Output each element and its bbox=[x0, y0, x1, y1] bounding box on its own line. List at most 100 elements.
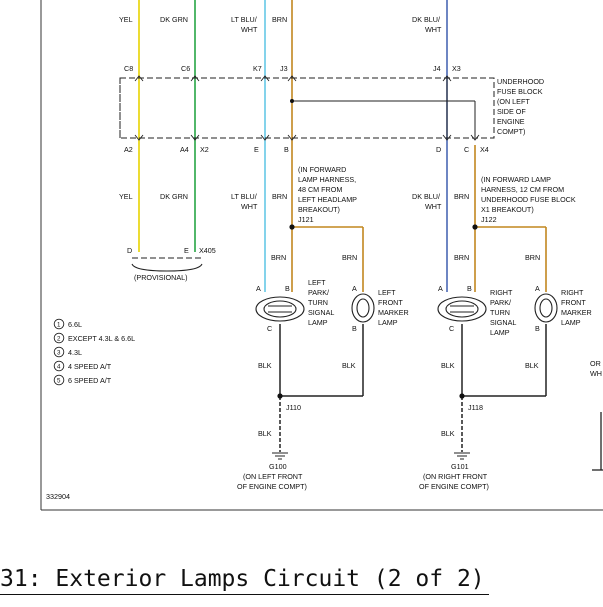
figure-caption: 31: Exterior Lamps Circuit (2 of 2) bbox=[0, 566, 603, 600]
legend-num-1: 2 bbox=[57, 336, 61, 343]
fuse-block-label-1: FUSE BLOCK bbox=[497, 87, 543, 96]
left-park-label-3: SIGNAL bbox=[308, 308, 334, 317]
conn-j3: J3 bbox=[280, 64, 288, 73]
label-yel-top: YEL bbox=[119, 15, 133, 24]
note-right-forward-1: HARNESS, 12 CM FROM bbox=[481, 185, 564, 194]
pin-l-marker-b: B bbox=[352, 324, 357, 333]
label-blk-1: BLK bbox=[258, 361, 272, 370]
conn-g100: G100 bbox=[269, 462, 287, 471]
pin-r-park-c: C bbox=[449, 324, 454, 333]
right-marker-lamp bbox=[534, 293, 558, 323]
legend-circles bbox=[53, 318, 65, 386]
label-brn-low-1: BRN bbox=[271, 253, 286, 262]
pin-r-marker-a: A bbox=[535, 284, 540, 293]
pin-l-marker-a: A bbox=[352, 284, 357, 293]
legend-text-3: 4 SPEED A/T bbox=[68, 362, 112, 371]
pin-r-marker-b: B bbox=[535, 324, 540, 333]
ground-wires bbox=[279, 324, 547, 452]
label-blk-5: BLK bbox=[258, 429, 272, 438]
right-park-label-3: SIGNAL bbox=[490, 318, 516, 327]
label-brn-low-3: BRN bbox=[454, 253, 469, 262]
diagram-frame bbox=[40, 0, 603, 511]
right-park-label-2: TURN bbox=[490, 308, 510, 317]
label-dkblu-top-2: WHT bbox=[425, 25, 442, 34]
label-blk-3: BLK bbox=[441, 361, 455, 370]
fuse-block-label-0: UNDERHOOD bbox=[497, 77, 544, 86]
left-marker-label-2: MARKER bbox=[378, 308, 409, 317]
label-blk-6: BLK bbox=[441, 429, 455, 438]
conn-x2: X2 bbox=[200, 145, 209, 154]
fuse-block-label-3: SIDE OF bbox=[497, 107, 526, 116]
label-ltblu-top-1: LT BLU/ bbox=[231, 15, 257, 24]
pin-l-park-a: A bbox=[256, 284, 261, 293]
legend-num-3: 4 bbox=[57, 364, 61, 371]
label-brn-mid-left: BRN bbox=[272, 192, 287, 201]
g100-loc-1: OF ENGINE COMPT) bbox=[237, 482, 307, 491]
right-marker-label-0: RIGHT bbox=[561, 288, 584, 297]
left-marker-label-1: FRONT bbox=[378, 298, 403, 307]
left-marker-label-0: LEFT bbox=[378, 288, 396, 297]
conn-j4: J4 bbox=[433, 64, 441, 73]
conn-e-prov: E bbox=[184, 246, 189, 255]
label-ltblu-mid-2: WHT bbox=[241, 202, 258, 211]
provisional-connector bbox=[131, 257, 203, 272]
label-yel-mid: YEL bbox=[119, 192, 133, 201]
cutoff-label-1: WH bbox=[590, 369, 602, 378]
label-dkblu-mid-1: DK BLU/ bbox=[412, 192, 440, 201]
label-dkgrn-top: DK GRN bbox=[160, 15, 188, 24]
label-dkgrn-mid: DK GRN bbox=[160, 192, 188, 201]
legend-text-4: 6 SPEED A/T bbox=[68, 376, 112, 385]
label-ltblu-mid-1: LT BLU/ bbox=[231, 192, 257, 201]
conn-a4: A4 bbox=[180, 145, 189, 154]
conn-j118: J118 bbox=[468, 403, 483, 412]
label-blk-2: BLK bbox=[342, 361, 356, 370]
note-right-forward-3: X1 BREAKOUT) bbox=[481, 205, 534, 214]
conn-x405: X405 bbox=[199, 246, 216, 255]
legend-text-0: 6.6L bbox=[68, 320, 82, 329]
conn-e: E bbox=[254, 145, 259, 154]
label-brn-low-2: BRN bbox=[342, 253, 357, 262]
fuse-block-label-4: ENGINE bbox=[497, 117, 525, 126]
note-left-forward-0: (IN FORWARD bbox=[298, 165, 346, 174]
fuse-block-label-5: COMPT) bbox=[497, 127, 525, 136]
ground-symbols bbox=[272, 452, 470, 460]
pin-l-park-c: C bbox=[267, 324, 272, 333]
conn-x3: X3 bbox=[452, 64, 461, 73]
conn-b-left: B bbox=[284, 145, 289, 154]
legend-num-4: 5 bbox=[57, 378, 61, 385]
right-marker-label-1: FRONT bbox=[561, 298, 586, 307]
right-cutoff-box bbox=[592, 412, 603, 471]
label-brn-top: BRN bbox=[272, 15, 287, 24]
label-brn-mid-right: BRN bbox=[454, 192, 469, 201]
note-left-forward-4: BREAKOUT) bbox=[298, 205, 340, 214]
left-marker-lamp bbox=[351, 293, 375, 323]
label-brn-low-4: BRN bbox=[525, 253, 540, 262]
right-park-label-1: PARK/ bbox=[490, 298, 511, 307]
g101-loc-1: OF ENGINE COMPT) bbox=[419, 482, 489, 491]
note-left-forward-2: 48 CM FROM bbox=[298, 185, 342, 194]
g100-loc-0: (ON LEFT FRONT bbox=[243, 472, 303, 481]
left-park-label-2: TURN bbox=[308, 298, 328, 307]
conn-k7: K7 bbox=[253, 64, 262, 73]
right-park-label-0: RIGHT bbox=[490, 288, 513, 297]
conn-c8: C8 bbox=[124, 64, 133, 73]
left-park-lamp bbox=[255, 296, 305, 322]
conn-c6: C6 bbox=[181, 64, 190, 73]
note-left-forward-1: LAMP HARNESS, bbox=[298, 175, 356, 184]
conn-c-right: C bbox=[464, 145, 469, 154]
conn-j122: J122 bbox=[481, 215, 497, 224]
label-dkblu-top-1: DK BLU/ bbox=[412, 15, 440, 24]
left-park-label-1: PARK/ bbox=[308, 288, 329, 297]
cutoff-label-0: OR bbox=[590, 359, 601, 368]
conn-d-right: D bbox=[436, 145, 441, 154]
fuse-block-label-2: (ON LEFT bbox=[497, 97, 530, 106]
left-park-label-0: LEFT bbox=[308, 278, 326, 287]
left-marker-label-3: LAMP bbox=[378, 318, 398, 327]
connector-arrows bbox=[134, 75, 480, 141]
legend-text-2: 4.3L bbox=[68, 348, 82, 357]
fuse-block-box bbox=[119, 77, 495, 139]
fuse-block-bus bbox=[292, 78, 476, 138]
g101-loc-0: (ON RIGHT FRONT bbox=[423, 472, 488, 481]
legend-num-2: 3 bbox=[57, 350, 61, 357]
